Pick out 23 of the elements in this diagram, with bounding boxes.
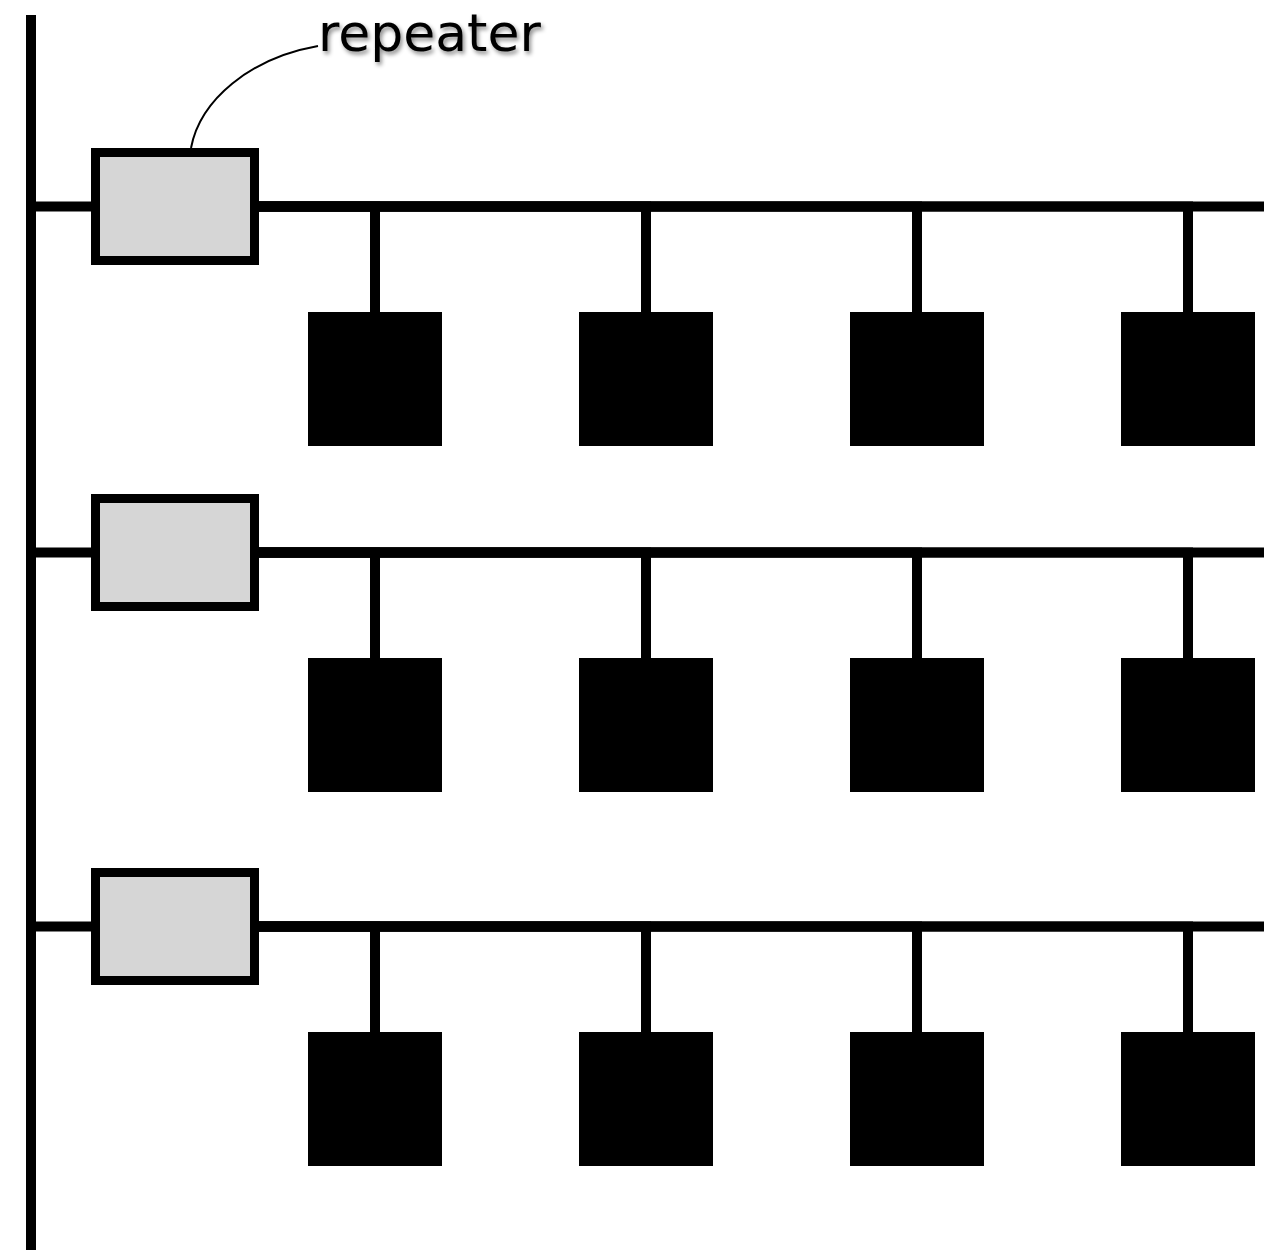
- callout-label: repeater: [318, 2, 541, 68]
- station-box: [1121, 312, 1255, 446]
- bus-cable: [36, 547, 91, 558]
- bus-cable: [259, 201, 1264, 212]
- repeater-box: [91, 494, 259, 611]
- bus-cable: [259, 921, 1264, 932]
- station-box: [850, 658, 984, 792]
- station-box: [850, 312, 984, 446]
- station-box: [579, 658, 713, 792]
- repeater-box: [91, 148, 259, 265]
- station-box: [579, 1032, 713, 1166]
- repeater-box: [91, 868, 259, 985]
- station-box: [308, 658, 442, 792]
- station-box: [850, 1032, 984, 1166]
- station-box: [1121, 1032, 1255, 1166]
- bus-cable: [36, 921, 91, 932]
- station-box: [308, 1032, 442, 1166]
- station-box: [1121, 658, 1255, 792]
- station-box: [308, 312, 442, 446]
- bus-cable: [36, 201, 91, 212]
- leader-line: [190, 45, 319, 149]
- station-box: [579, 312, 713, 446]
- bus-cable: [259, 547, 1264, 558]
